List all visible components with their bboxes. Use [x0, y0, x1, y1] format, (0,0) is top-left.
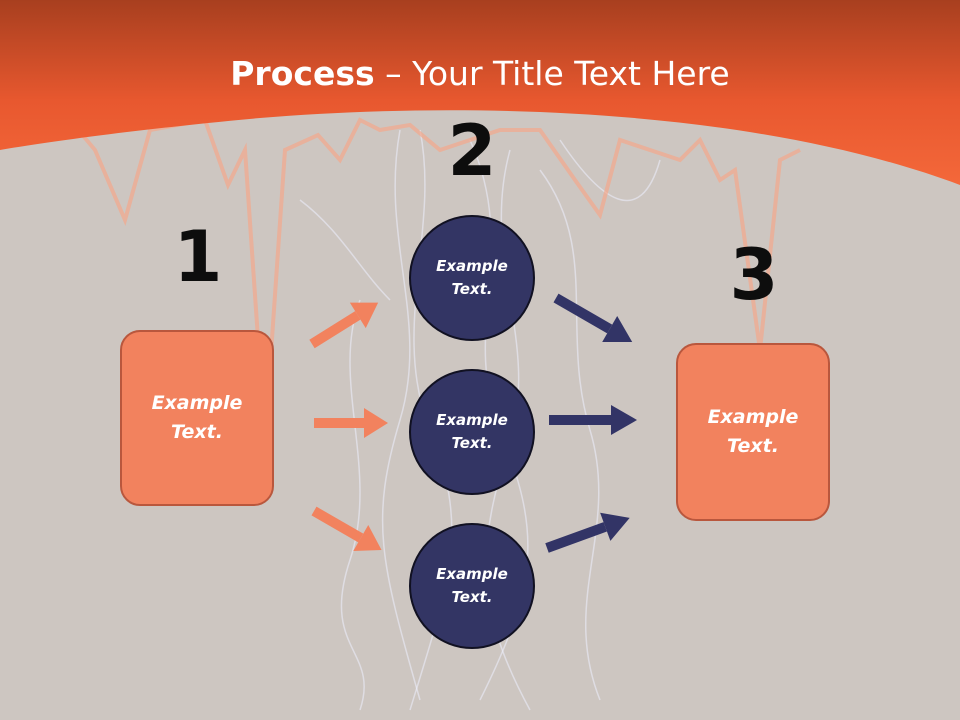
step-number-2: 2: [447, 110, 497, 192]
right-arrows: [545, 293, 637, 553]
page-title: Process – Your Title Text Here: [0, 52, 960, 96]
circle-bottom-label: Example Text.: [436, 565, 508, 606]
step-1-label: Example Text.: [151, 392, 243, 443]
step-2-circle-bottom: Example Text.: [409, 523, 535, 649]
step-2-circle-top: Example Text.: [409, 215, 535, 341]
circle-top-label: Example Text.: [436, 257, 508, 298]
heartbeat-line: [68, 117, 801, 441]
left-arrows: [309, 302, 388, 551]
step-1-box: Example Text.: [120, 330, 274, 506]
circle-middle-label: Example Text.: [436, 411, 508, 452]
title-rest: – Your Title Text Here: [374, 54, 730, 93]
title-bold: Process: [230, 54, 375, 93]
step-3-box: Example Text.: [676, 343, 830, 521]
step-number-3: 3: [729, 234, 779, 316]
step-3-label: Example Text.: [707, 406, 799, 457]
header-band: [0, 0, 960, 185]
step-2-circle-middle: Example Text.: [409, 369, 535, 495]
step-number-1: 1: [173, 216, 223, 298]
